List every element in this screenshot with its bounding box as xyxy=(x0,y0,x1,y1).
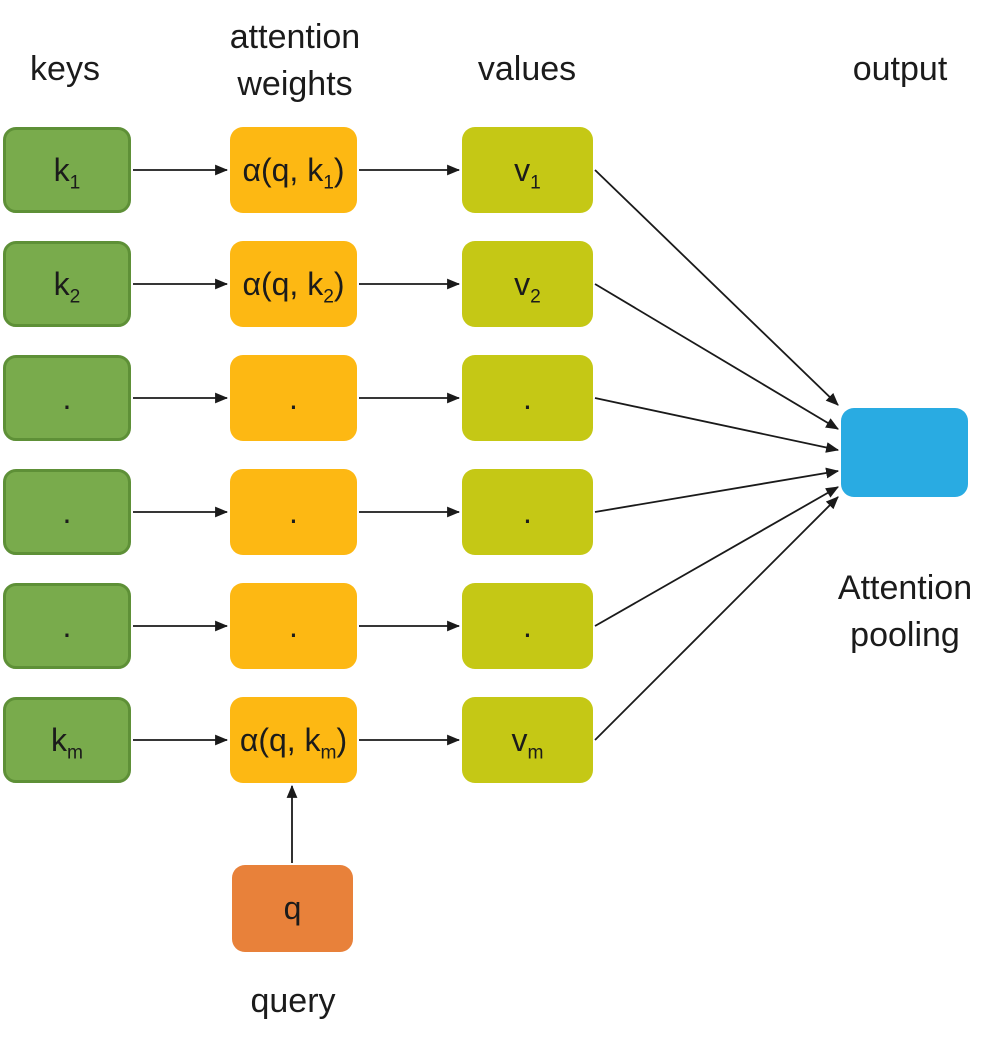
attention-pooling-box xyxy=(841,408,968,497)
key-box-dot-1: . xyxy=(3,355,131,441)
value-box-dot-1: . xyxy=(462,355,593,441)
attention-pooling-label-line2: pooling xyxy=(850,616,960,654)
query-box: q xyxy=(232,865,353,952)
value-box-dot-2: . xyxy=(462,469,593,555)
arrow-value2-to-pooling xyxy=(594,283,839,430)
value-box-m: vm xyxy=(462,697,593,783)
key-box-2-label: k2 xyxy=(53,265,81,307)
query-box-label: q xyxy=(283,890,302,926)
key-box-1-label: k1 xyxy=(53,151,81,193)
value-box-dot-3: . xyxy=(462,583,593,669)
key-box-dot-3: . xyxy=(3,583,131,669)
attention-weight-box-dot-3-label: . xyxy=(289,607,298,644)
value-box-dot-1-label: . xyxy=(523,379,532,416)
value-box-dot-3-label: . xyxy=(523,607,532,644)
key-box-dot-2-label: . xyxy=(62,493,72,530)
attention-weights-header-line1: attention xyxy=(229,18,361,56)
value-box-dot-2-label: . xyxy=(523,493,532,530)
attention-weight-box-dot-2-label: . xyxy=(289,493,298,530)
key-box-dot-1-label: . xyxy=(62,379,72,416)
values-column-header: values xyxy=(477,50,577,88)
attention-weight-box-2-label: α(q, k2) xyxy=(242,265,345,307)
key-box-1: k1 xyxy=(3,127,131,213)
attention-weight-box-dot-3: . xyxy=(230,583,357,669)
attention-weight-box-1-label: α(q, k1) xyxy=(242,151,345,193)
attention-weights-column-header: attention weights xyxy=(195,14,395,108)
value-box-1-label: v1 xyxy=(514,151,541,193)
key-box-dot-3-label: . xyxy=(62,607,72,644)
query-label: query xyxy=(250,982,336,1020)
value-box-m-label: vm xyxy=(511,721,544,763)
attention-weights-header-line2: weights xyxy=(237,65,353,103)
attention-weight-box-m: α(q, km) xyxy=(230,697,357,783)
key-box-2: k2 xyxy=(3,241,131,327)
attention-weight-box-dot-1-label: . xyxy=(289,379,298,416)
output-column-header: output xyxy=(852,50,948,88)
attention-weight-box-1: α(q, k1) xyxy=(230,127,357,213)
key-box-m: km xyxy=(3,697,131,783)
attention-weight-box-m-label: α(q, km) xyxy=(239,721,348,763)
attention-pooling-label: Attention pooling xyxy=(795,565,1007,659)
attention-pooling-label-line1: Attention xyxy=(837,569,973,607)
attention-weight-box-2: α(q, k2) xyxy=(230,241,357,327)
value-box-2: v2 xyxy=(462,241,593,327)
arrow-value4-to-pooling xyxy=(594,467,840,513)
key-box-dot-2: . xyxy=(3,469,131,555)
keys-column-header: keys xyxy=(30,50,100,88)
value-box-2-label: v2 xyxy=(514,265,541,307)
arrow-value1-to-pooling xyxy=(594,169,839,406)
key-box-m-label: km xyxy=(51,721,83,763)
arrow-value3-to-pooling xyxy=(594,397,840,453)
attention-weight-box-dot-2: . xyxy=(230,469,357,555)
attention-weight-box-dot-1: . xyxy=(230,355,357,441)
value-box-1: v1 xyxy=(462,127,593,213)
